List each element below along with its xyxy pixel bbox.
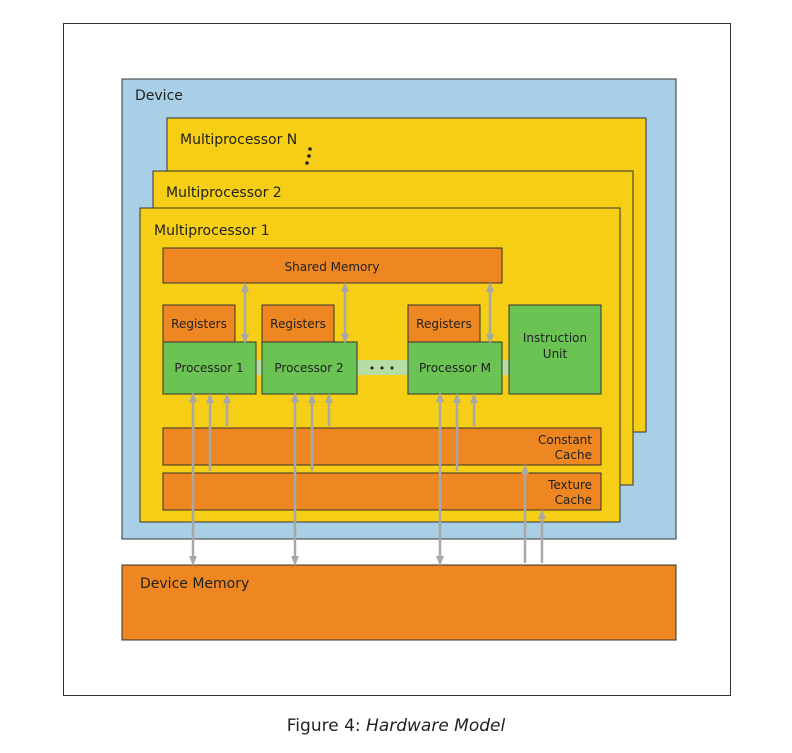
constant-cache-box: [162, 427, 602, 466]
processor-1-label: Processor 1: [174, 361, 243, 375]
multiprocessor-n-label: Multiprocessor N: [180, 132, 297, 148]
registers-label: Registers: [171, 317, 227, 331]
processor-1-box: [162, 341, 257, 395]
processor-ellipsis: • • •: [369, 362, 395, 375]
registers-label: Registers: [416, 317, 472, 331]
device-label: Device: [135, 88, 183, 104]
constant-cache-label-line-1: Constant: [538, 433, 592, 447]
registers-box-1: [162, 304, 236, 343]
device-memory-box: [121, 564, 677, 641]
figure-caption: Figure 4: Hardware Model: [0, 716, 792, 736]
texture-cache-box: [162, 472, 602, 511]
shared-memory-label: Shared Memory: [285, 260, 380, 274]
data-flow-arrows: [189, 282, 546, 566]
registers-box-2: [261, 304, 335, 343]
processor-connector: [502, 360, 509, 375]
instruction-unit-label-line-2: Unit: [543, 347, 568, 361]
caption-title: Hardware Model: [366, 716, 506, 736]
multiprocessor-2-label: Multiprocessor 2: [166, 185, 282, 201]
texture-cache-label-line-1: Texture: [547, 478, 592, 492]
vertical-ellipsis-icon: [305, 147, 312, 165]
device-memory-label: Device Memory: [140, 576, 249, 592]
caption-prefix: Figure 4:: [286, 716, 367, 736]
multiprocessor-1-label: Multiprocessor 1: [154, 223, 270, 239]
processor-2-label: Processor 2: [274, 361, 343, 375]
registers-label: Registers: [270, 317, 326, 331]
processor-connector: [256, 360, 263, 375]
constant-cache-label-line-2: Cache: [555, 448, 592, 462]
instruction-unit-label-line-1: Instruction: [523, 331, 587, 345]
processor-2-box: [261, 341, 358, 395]
shared-memory-box: [162, 247, 503, 284]
texture-cache-label-line-2: Cache: [555, 493, 592, 507]
processor-m-label: Processor M: [419, 361, 491, 375]
processor-connector: [357, 360, 408, 375]
processor-m-box: [407, 341, 503, 395]
instruction-unit-box: [508, 304, 602, 395]
